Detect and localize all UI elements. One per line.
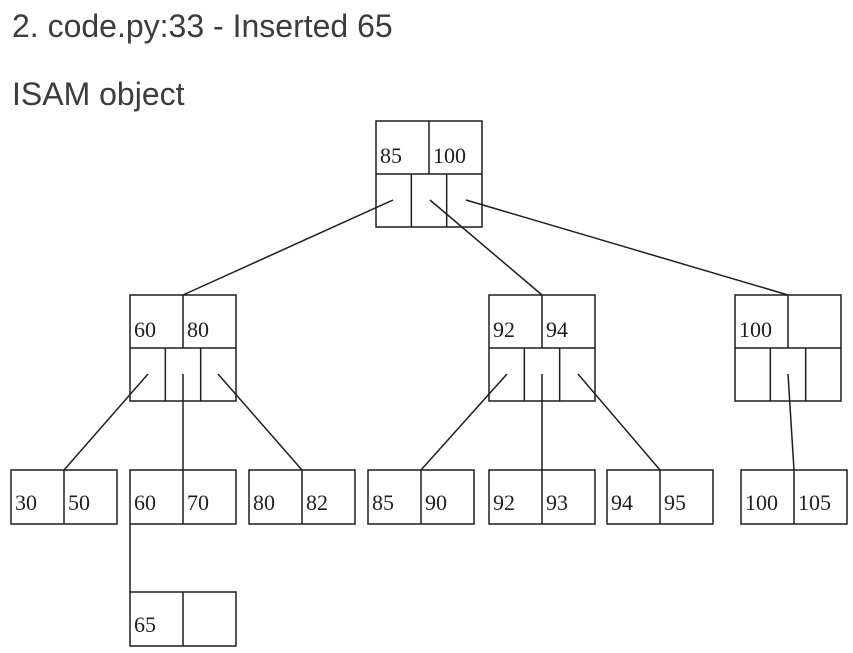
edge-index-0-to-leaf-2: [217, 373, 303, 471]
overflow-node-0-key-0: 65: [134, 612, 156, 637]
edge-index-2-to-leaf-6: [787, 373, 795, 471]
leaf-node-0-key-0: 30: [15, 490, 37, 515]
tree-nodes: 85 100 60 80 92 94 100 30 50 60 70 80 82 85 90 92 93 94 95…: [10, 120, 848, 647]
edge-root-to-index-0: [182, 199, 394, 296]
root-node-key-1: 100: [433, 143, 466, 168]
leaf-node-6-key-1: 105: [798, 490, 831, 515]
edge-root-to-index-1: [429, 199, 543, 296]
leaf-node-1-key-1: 70: [187, 490, 209, 515]
leaf-node-3: 85 90: [367, 469, 475, 525]
overflow-node-0: 65: [129, 591, 237, 647]
edge-index-1-to-leaf-3: [420, 373, 508, 471]
leaf-node-2: 80 82: [248, 469, 356, 525]
leaf-node-3-key-0: 85: [372, 490, 394, 515]
leaf-node-5-key-0: 94: [611, 490, 633, 515]
leaf-node-2-key-1: 82: [306, 490, 328, 515]
index-node-0-key-0: 60: [134, 317, 156, 342]
edge-index-1-to-leaf-5: [577, 373, 661, 471]
leaf-node-1-key-0: 60: [134, 490, 156, 515]
index-node-1-key-0: 92: [493, 317, 515, 342]
index-node-1-key-1: 94: [546, 317, 568, 342]
leaf-node-1: 60 70: [129, 469, 237, 525]
index-node-0: 60 80: [129, 294, 237, 402]
leaf-node-4-key-1: 93: [546, 490, 568, 515]
tree-edges: [63, 199, 795, 592]
leaf-node-6: 100 105: [740, 469, 848, 525]
root-node-key-0: 85: [380, 143, 402, 168]
leaf-node-0: 30 50: [10, 469, 118, 525]
leaf-node-4-key-0: 92: [493, 490, 515, 515]
leaf-node-0-key-1: 50: [68, 490, 90, 515]
index-node-0-key-1: 80: [187, 317, 209, 342]
index-node-2: 100: [734, 294, 842, 402]
leaf-node-5: 94 95: [606, 469, 714, 525]
leaf-node-5-key-1: 95: [664, 490, 686, 515]
leaf-node-4: 92 93: [488, 469, 596, 525]
root-node: 85 100: [375, 120, 483, 228]
leaf-node-2-key-0: 80: [253, 490, 275, 515]
edge-index-0-to-leaf-0: [63, 373, 149, 471]
edge-root-to-index-2: [465, 199, 789, 296]
index-node-1: 92 94: [488, 294, 596, 402]
leaf-node-6-key-0: 100: [745, 490, 778, 515]
diagram-subtitle: ISAM object: [12, 76, 185, 112]
leaf-node-3-key-1: 90: [425, 490, 447, 515]
diagram-title: 2. code.py:33 - Inserted 65: [12, 8, 393, 44]
index-node-2-key-0: 100: [739, 317, 772, 342]
